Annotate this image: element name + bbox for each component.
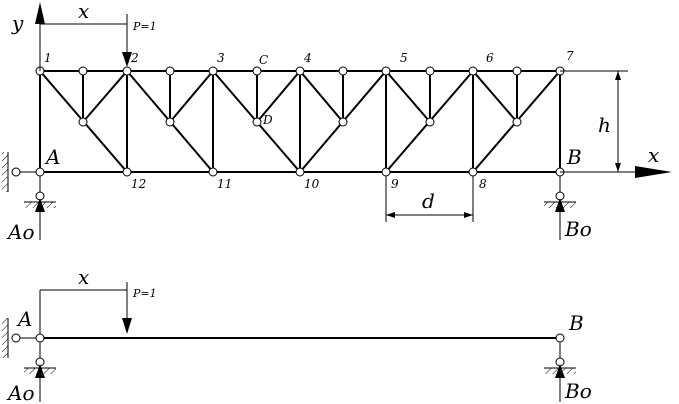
- x-dimension-label: x: [78, 0, 89, 23]
- joint: [381, 167, 391, 177]
- joint: [78, 66, 88, 76]
- load-label-bottom: P=1: [132, 287, 157, 300]
- x-axis-label: x: [648, 143, 659, 167]
- h-dimension: [560, 70, 628, 173]
- joint: [165, 117, 175, 127]
- joint: [338, 117, 348, 127]
- reaction-b-label: Bo: [564, 217, 592, 241]
- joint: [295, 167, 305, 177]
- y-axis-label: y: [11, 11, 24, 35]
- joint: [122, 167, 132, 177]
- h-dimension-label: h: [598, 113, 611, 137]
- reaction-b-arrow: [555, 198, 565, 240]
- support-a-label: A: [44, 145, 60, 169]
- node-label: 5: [400, 51, 408, 65]
- joint: [468, 167, 478, 177]
- joint: [165, 66, 175, 76]
- node-label: 1: [44, 51, 52, 65]
- reaction-a-label: Ao: [6, 381, 34, 404]
- node-label: 12: [131, 177, 146, 191]
- joint: [512, 117, 522, 127]
- node-label: 10: [304, 177, 320, 191]
- node-label: 3: [217, 51, 225, 65]
- sub-diagonal: [299, 70, 344, 123]
- reaction-a-arrow-bottom: [35, 364, 45, 402]
- x-axis-arrow: [635, 166, 672, 178]
- d-dimension: [385, 176, 474, 222]
- sub-diagonal: [169, 70, 214, 123]
- reaction-a-label: Ao: [6, 220, 34, 244]
- joint-a: [35, 167, 45, 177]
- joint: [122, 66, 132, 76]
- joint: [381, 66, 391, 76]
- truss: [39, 70, 561, 173]
- node-label-d: D: [262, 113, 273, 127]
- node-label: 4: [303, 51, 312, 65]
- joint-c: [252, 66, 262, 76]
- d-dimension-label: d: [422, 189, 435, 213]
- y-axis: [35, 2, 45, 71]
- load-arrow-bottom: [122, 298, 132, 334]
- sub-diagonal: [472, 70, 518, 123]
- sub-diagonal: [82, 70, 128, 123]
- node-label-c: C: [259, 53, 268, 67]
- node-label: 9: [391, 177, 399, 191]
- joint: [78, 117, 88, 127]
- y-axis-arrow: [35, 2, 45, 24]
- reaction-b-arrow-bottom: [555, 364, 565, 402]
- sub-diagonal: [256, 70, 301, 123]
- joint: [208, 66, 218, 76]
- x-dimension-bottom: [39, 282, 128, 334]
- joint: [512, 66, 522, 76]
- joint: [425, 117, 435, 127]
- node-label: 6: [486, 51, 494, 65]
- joint: [425, 66, 435, 76]
- x-dimension-top: [40, 14, 128, 30]
- beam-end-a: [35, 333, 45, 343]
- support-b-label: B: [566, 145, 582, 169]
- joint-d: [252, 117, 262, 127]
- joint: [338, 66, 348, 76]
- joint: [295, 66, 305, 76]
- node-label: 2: [130, 51, 139, 65]
- joint: [468, 66, 478, 76]
- x-dimension-label: x: [78, 265, 89, 289]
- node-label: 8: [479, 177, 487, 191]
- node-label: 11: [217, 177, 232, 191]
- beam-end-b: [555, 333, 565, 343]
- joint: [208, 167, 218, 177]
- node-label: 7: [566, 49, 574, 63]
- reaction-b-label: Bo: [564, 379, 592, 403]
- support-a-label: A: [16, 307, 32, 331]
- beam: [35, 333, 565, 343]
- sub-diagonal: [385, 70, 431, 123]
- load-arrow-top: [122, 30, 132, 67]
- reaction-a-arrow: [35, 198, 45, 240]
- support-b-label: B: [568, 311, 584, 335]
- load-label-top: P=1: [132, 20, 157, 33]
